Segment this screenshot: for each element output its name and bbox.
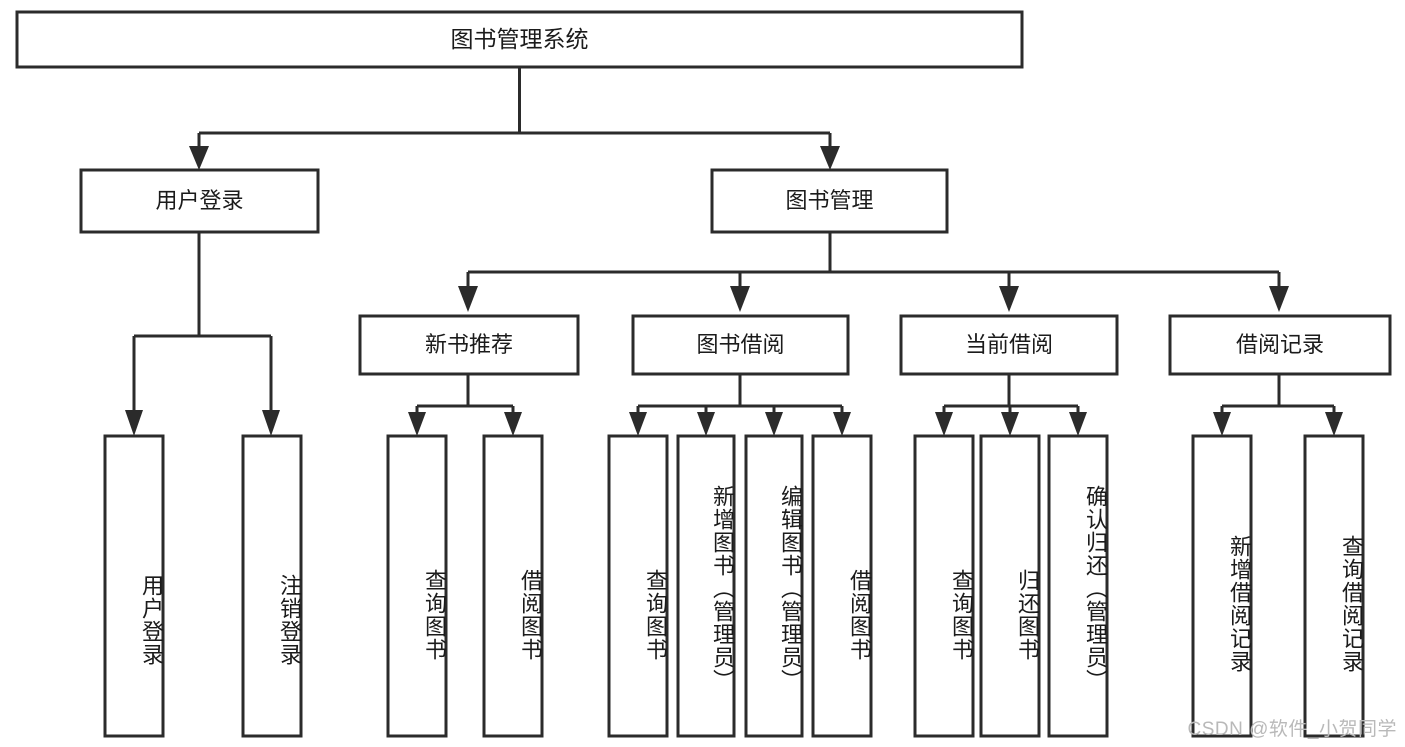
node-borrow-record-label: 借阅记录 <box>1236 332 1324 357</box>
arrow-head-new-book-leaf-2 <box>504 412 522 436</box>
node-root-system-box[interactable] <box>15 10 1024 69</box>
arrow-head-book-manage <box>820 146 840 170</box>
leaf-box-group <box>103 434 1365 738</box>
node-book-manage-box[interactable] <box>710 168 949 234</box>
leaf-box-query-book-recommend[interactable] <box>386 434 448 738</box>
arrow-head-borrow-record-leaf-2 <box>1325 412 1343 436</box>
leaf-box-user-login[interactable] <box>103 434 165 738</box>
node-current-borrow-box[interactable] <box>899 314 1119 376</box>
arrow-head-book-borrow-leaf-4 <box>833 412 851 436</box>
watermark-text: CSDN @软件_小贺同学 <box>1187 719 1397 740</box>
node-new-book-recommend-box[interactable] <box>358 314 580 376</box>
connector-group <box>125 67 1343 436</box>
node-user-login-label: 用户登录 <box>155 188 243 213</box>
leaf-box-borrow-book[interactable] <box>811 434 873 738</box>
node-root-system[interactable]: 图书管理系统 <box>15 10 1024 69</box>
arrow-head-book-borrow-leaf-3 <box>765 412 783 436</box>
arrow-head-user-login-leaf-2 <box>262 410 280 436</box>
node-new-book-recommend-label: 新书推荐 <box>425 332 513 357</box>
arrow-head-borrow-record <box>1269 286 1289 312</box>
arrow-head-borrow-record-leaf-1 <box>1213 412 1231 436</box>
node-book-borrow-label: 图书借阅 <box>696 332 784 357</box>
node-user-login[interactable]: 用户登录 <box>79 168 320 234</box>
arrow-head-book-borrow-leaf-1 <box>629 412 647 436</box>
leaf-box-add-book-admin[interactable] <box>676 434 736 738</box>
arrow-head-user-login-leaf-1 <box>125 410 143 436</box>
node-current-borrow-label: 当前借阅 <box>965 332 1053 357</box>
node-book-manage[interactable]: 图书管理 <box>710 168 949 234</box>
node-borrow-record-box[interactable] <box>1168 314 1392 376</box>
leaf-box-return-book[interactable] <box>979 434 1041 738</box>
leaf-box-query-borrow-record[interactable] <box>1303 434 1365 738</box>
node-book-borrow-box[interactable] <box>631 314 850 376</box>
node-borrow-record[interactable]: 借阅记录 <box>1168 314 1392 376</box>
arrow-head-current-borrow-leaf-2 <box>1001 412 1019 436</box>
arrow-head-new-book-recommend <box>458 286 478 312</box>
arrow-head-current-borrow-leaf-3 <box>1069 412 1087 436</box>
node-root-system-label: 图书管理系统 <box>451 26 589 52</box>
node-book-manage-label: 图书管理 <box>785 188 873 213</box>
node-user-login-box[interactable] <box>79 168 320 234</box>
arrow-head-current-borrow-leaf-1 <box>935 412 953 436</box>
node-new-book-recommend[interactable]: 新书推荐 <box>358 314 580 376</box>
leaf-box-borrow-book-recommend[interactable] <box>482 434 544 738</box>
arrow-head-new-book-leaf-1 <box>408 412 426 436</box>
arrow-head-book-borrow-leaf-2 <box>697 412 715 436</box>
leaf-box-query-book-borrow[interactable] <box>607 434 669 738</box>
leaf-box-logout[interactable] <box>241 434 303 738</box>
node-book-borrow[interactable]: 图书借阅 <box>631 314 850 376</box>
leaf-box-confirm-return-admin[interactable] <box>1047 434 1109 738</box>
leaf-box-edit-book-admin[interactable] <box>744 434 804 738</box>
arrow-head-user-login <box>189 146 209 170</box>
node-current-borrow[interactable]: 当前借阅 <box>899 314 1119 376</box>
arrow-head-current-borrow <box>999 286 1019 312</box>
leaf-box-query-book-current[interactable] <box>913 434 975 738</box>
leaf-box-add-borrow-record[interactable] <box>1191 434 1253 738</box>
arrow-head-book-borrow <box>730 286 750 312</box>
